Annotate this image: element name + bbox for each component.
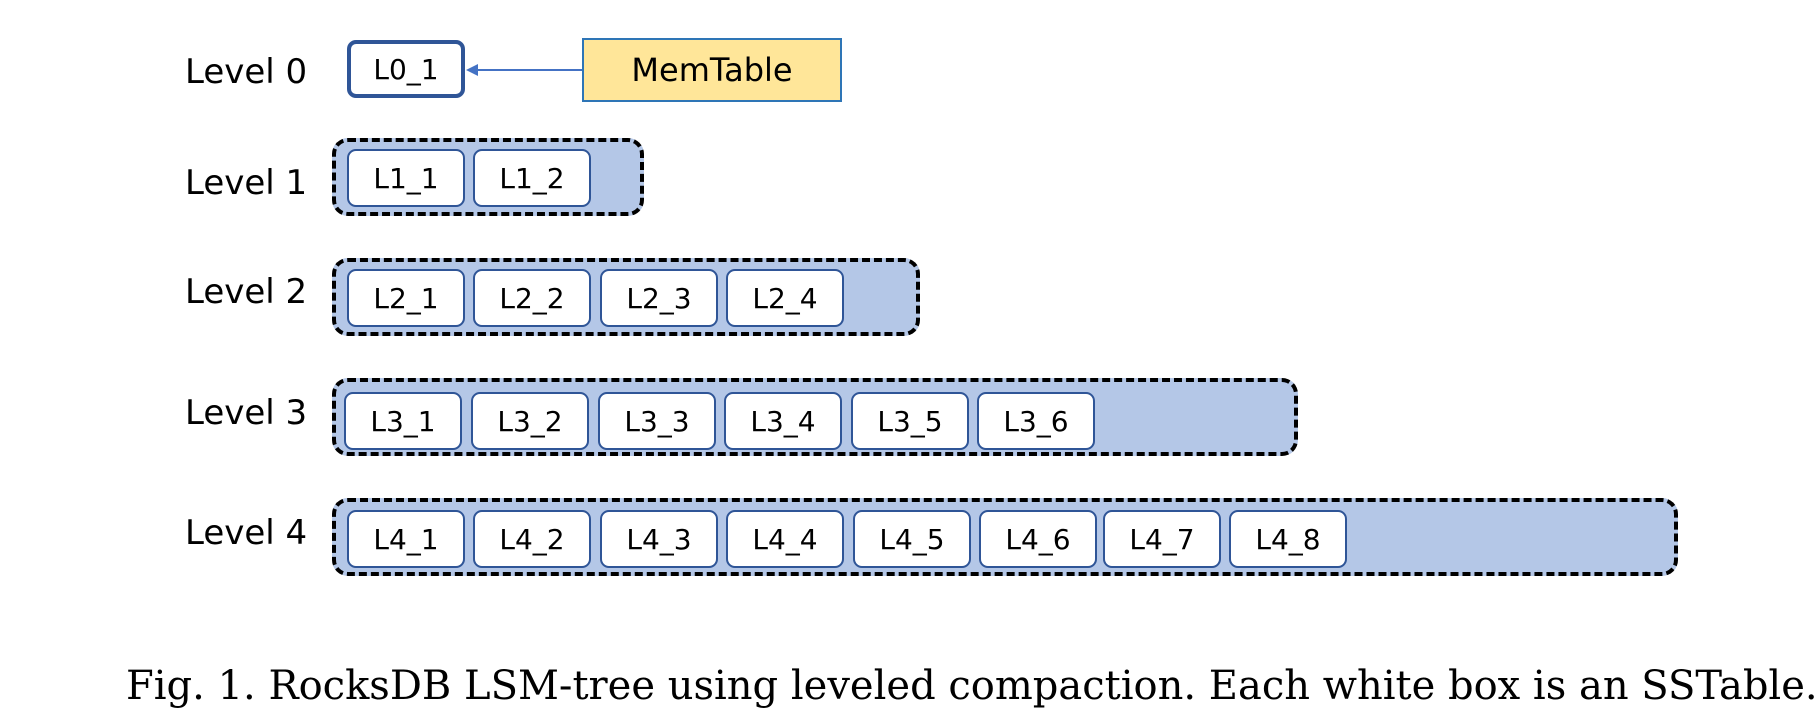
sstable-l4-1: L4_1 [347,510,465,568]
sstable-l3-3: L3_3 [598,392,716,450]
sstable-l4-6: L4_6 [979,510,1097,568]
level-1-label: Level 1 [185,163,308,203]
sstable-l3-1: L3_1 [344,392,462,450]
sstable-l2-3: L2_3 [600,269,718,327]
level-2-label: Level 2 [185,272,308,312]
sstable-l4-8: L4_8 [1229,510,1347,568]
arrow-head [466,64,478,76]
sstable-l4-4: L4_4 [726,510,844,568]
sstable-l1-2: L1_2 [473,149,591,207]
sstable-l4-2: L4_2 [473,510,591,568]
sstable-l2-1: L2_1 [347,269,465,327]
memtable-flush-arrow [466,64,582,76]
sstable-l4-5: L4_5 [853,510,971,568]
sstable-l4-7: L4_7 [1103,510,1221,568]
sstable-l2-4: L2_4 [726,269,844,327]
level-3-label: Level 3 [185,393,308,433]
level-0-label: Level 0 [185,52,308,92]
sstable-l0-1: L0_1 [347,40,465,98]
sstable-l4-3: L4_3 [600,510,718,568]
sstable-l1-1: L1_1 [347,149,465,207]
figure-caption: Fig. 1. RocksDB LSM-tree using leveled c… [126,663,1818,709]
sstable-l3-6: L3_6 [977,392,1095,450]
memtable-box: MemTable [582,38,842,102]
level-4-label: Level 4 [185,513,308,553]
sstable-l2-2: L2_2 [473,269,591,327]
sstable-l3-5: L3_5 [851,392,969,450]
sstable-l3-4: L3_4 [724,392,842,450]
sstable-l3-2: L3_2 [471,392,589,450]
